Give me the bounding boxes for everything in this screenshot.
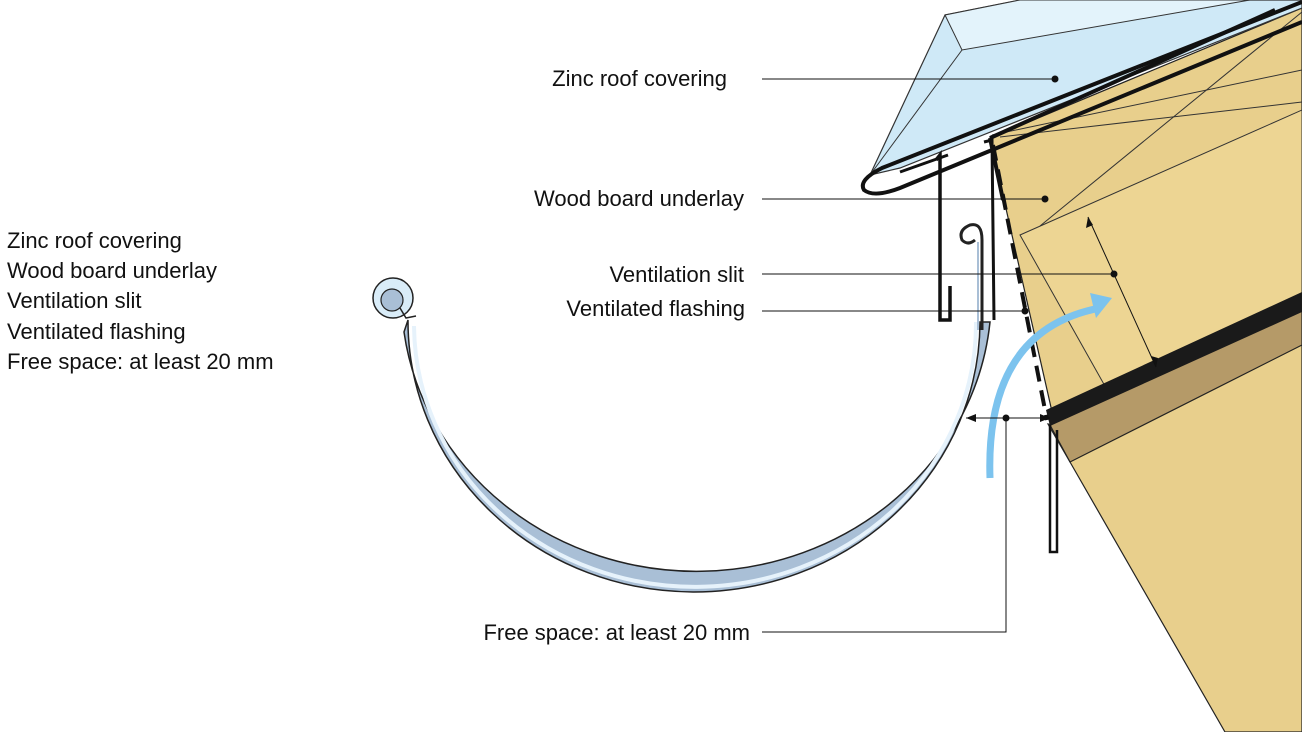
callout-wood-board-underlay: Wood board underlay bbox=[534, 186, 744, 211]
legend-item: Wood board underlay bbox=[7, 258, 217, 284]
rafter-line bbox=[999, 101, 1302, 138]
leader-dot bbox=[1110, 270, 1118, 278]
dimension-arrowhead bbox=[1151, 356, 1158, 367]
wood-board-underlay bbox=[1019, 109, 1302, 396]
rafter-line bbox=[991, 69, 1302, 136]
zinc-roof-fold bbox=[944, 0, 1251, 51]
zinc-edge-fold bbox=[860, 0, 1302, 196]
ventilated-flashing bbox=[991, 144, 1049, 421]
drip-edge-strip bbox=[934, 150, 952, 322]
gutter-bead-tail bbox=[399, 307, 417, 319]
leader-dot bbox=[1002, 414, 1010, 422]
leader-free-space bbox=[762, 418, 1007, 633]
leader-dot bbox=[1041, 195, 1049, 203]
dimension-arrowhead bbox=[1086, 217, 1093, 228]
callout-free-space: Free space: at least 20 mm bbox=[483, 620, 750, 645]
leader-dot bbox=[1021, 307, 1029, 315]
dimension-line bbox=[1087, 216, 1157, 368]
dimension-arrowhead bbox=[1040, 414, 1050, 422]
legend-item: Ventilation slit bbox=[7, 288, 142, 314]
roof-covering-edge bbox=[989, 8, 1276, 140]
half-round-gutter bbox=[403, 319, 991, 593]
gutter-back-strip bbox=[983, 138, 996, 321]
dimension-arrowhead bbox=[966, 414, 976, 422]
airflow-arrow bbox=[986, 304, 1101, 479]
zinc-roof-fold-line bbox=[869, 49, 963, 176]
fascia-top-strip bbox=[1046, 292, 1302, 426]
gutter-front-bead-inner bbox=[380, 288, 404, 312]
callout-ventilated-flashing: Ventilated flashing bbox=[566, 296, 745, 321]
leader-dot bbox=[1051, 75, 1059, 83]
callout-ventilation-slit: Ventilation slit bbox=[609, 262, 744, 287]
ventilated-flashing-top bbox=[988, 137, 1005, 201]
gutter-hanger-strip bbox=[1048, 425, 1059, 554]
callout-zinc-roof-covering: Zinc roof covering bbox=[552, 66, 727, 91]
legend-item: Ventilated flashing bbox=[7, 318, 186, 344]
legend-item: Zinc roof covering bbox=[7, 228, 182, 253]
legend-item: Free space: at least 20 mm bbox=[7, 348, 274, 374]
gutter-inner-highlight bbox=[412, 321, 979, 589]
airflow-arrowhead bbox=[1090, 293, 1112, 318]
legend: Zinc roof covering Wood board underlay V… bbox=[7, 226, 274, 377]
rafter-line bbox=[1039, 11, 1302, 227]
gutter-back-curl bbox=[959, 223, 984, 330]
